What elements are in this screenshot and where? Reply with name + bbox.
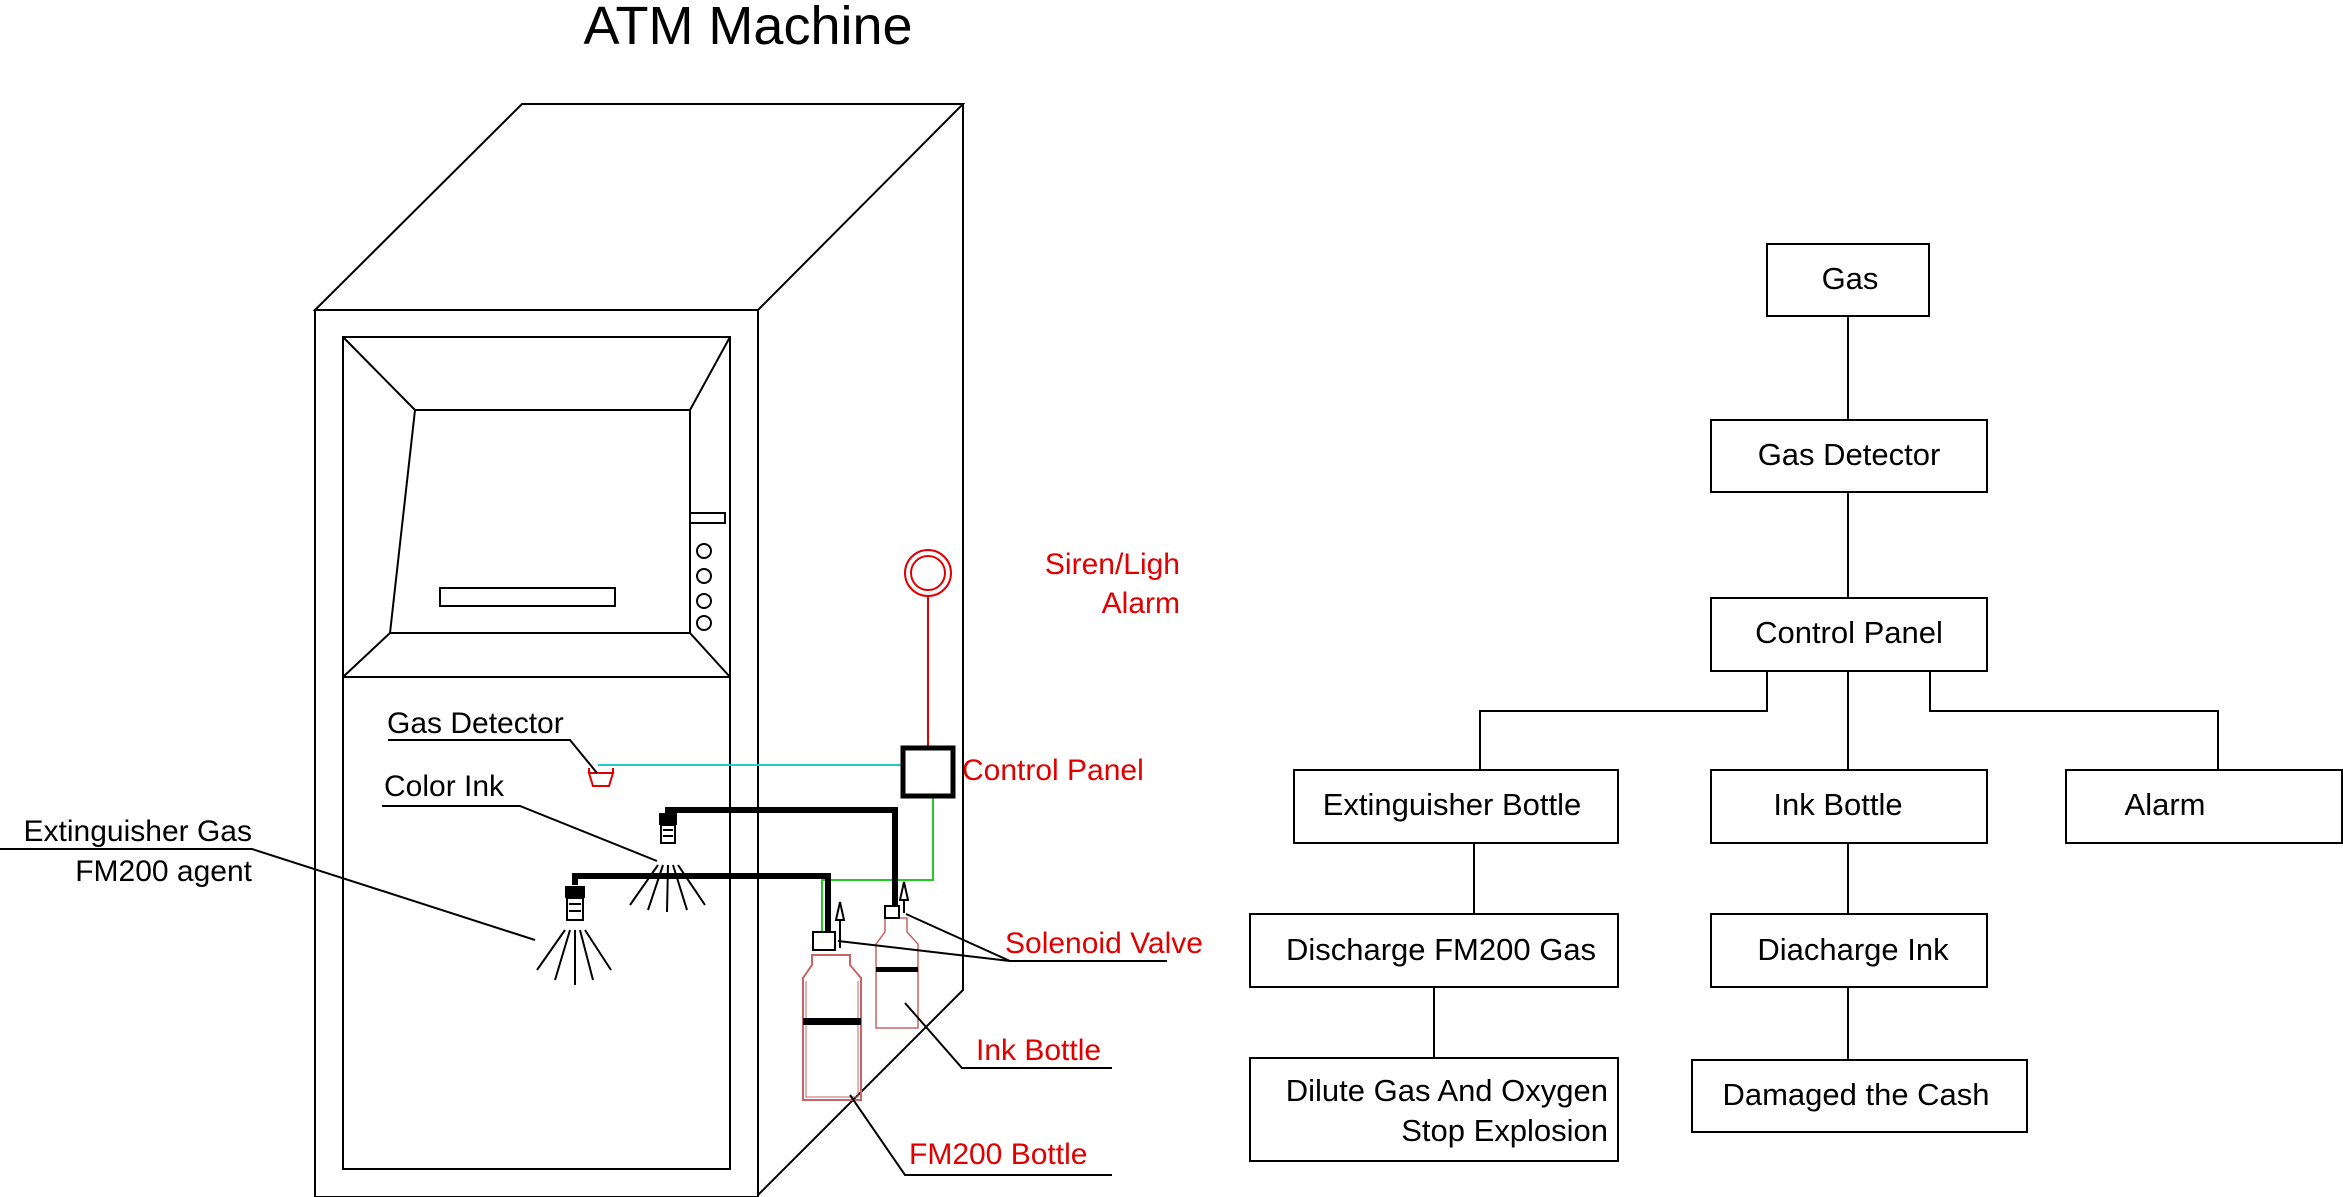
fm200-pipe	[572, 873, 831, 938]
atm-button	[696, 568, 712, 584]
fm200-bottle-icon	[802, 901, 862, 1101]
leader-extinguisher	[0, 848, 536, 941]
siren-light-icon	[904, 549, 952, 597]
leader-solenoid-valve-2	[837, 940, 1011, 962]
flow-box-alarm	[2065, 769, 2343, 844]
extinguisher-nozzle-icon	[536, 886, 612, 985]
flowchart-labels: Gas Gas Detector Control Panel Extinguis…	[1286, 261, 2206, 1148]
flow-label-alarm: Alarm	[2125, 787, 2206, 822]
atm-cabinet	[312, 103, 966, 1197]
flow-label-gas-detector: Gas Detector	[1758, 437, 1941, 472]
atm-card-slot	[439, 587, 616, 607]
flow-box-dilute-gas	[1249, 1057, 1619, 1162]
label-fm200-bottle: FM200 Bottle	[909, 1138, 1087, 1171]
flow-box-ink-bottle	[1710, 769, 1988, 844]
flow-label-extinguisher-bottle: Extinguisher Bottle	[1323, 787, 1581, 822]
label-gas-detector: Gas Detector	[387, 707, 564, 740]
diagram-title: ATM Machine	[583, 0, 912, 56]
label-solenoid-valve: Solenoid Valve	[1005, 927, 1203, 960]
atm-labels: Gas Detector Color Ink Extinguisher Gas …	[24, 548, 1203, 1171]
flow-label-damaged-cash: Damaged the Cash	[1722, 1077, 1989, 1112]
flow-box-discharge-ink	[1710, 913, 1988, 988]
fm200-solenoid-valve	[812, 931, 836, 951]
atm-button	[696, 593, 712, 609]
label-extinguisher-gas: Extinguisher Gas	[24, 815, 252, 848]
leader-color-ink	[382, 805, 658, 862]
atm-side-face	[757, 104, 964, 1196]
gas-detector-icon	[587, 768, 615, 787]
ink-solenoid-valve	[884, 905, 900, 919]
flow-label-stop-explosion: Stop Explosion	[1401, 1113, 1608, 1148]
flowchart-boxes	[1249, 243, 2343, 1162]
flow-box-discharge-fm200	[1249, 913, 1619, 988]
flowchart-connectors	[1433, 316, 2219, 1060]
flow-label-gas: Gas	[1822, 261, 1879, 296]
ink-pipe	[665, 807, 898, 910]
flow-box-extinguisher-bottle	[1293, 769, 1619, 844]
label-control-panel: Control Panel	[962, 754, 1144, 787]
atm-button	[696, 615, 712, 631]
leader-ink-bottle	[904, 1002, 1112, 1069]
label-alarm: Alarm	[1102, 587, 1180, 620]
leader-gas-detector	[388, 739, 598, 774]
label-ink-bottle: Ink Bottle	[976, 1034, 1101, 1067]
control-panel-box	[900, 745, 956, 799]
atm-inner-panel	[342, 336, 731, 1170]
ink-nozzle-icon	[629, 813, 706, 913]
ink-bottle-icon	[875, 881, 919, 1029]
leader-fm200-bottle	[849, 1094, 1112, 1176]
flow-box-gas-detector	[1710, 419, 1988, 493]
atm-button	[696, 543, 712, 559]
flow-label-discharge-ink: Diacharge Ink	[1757, 932, 1949, 967]
flow-box-damaged-cash	[1691, 1059, 2028, 1133]
atm-screen	[388, 409, 691, 634]
leader-lines	[0, 739, 1167, 1176]
wiring	[572, 595, 934, 940]
label-siren-light: Siren/Ligh	[1045, 548, 1180, 581]
label-color-ink: Color Ink	[384, 770, 505, 803]
flow-label-control-panel: Control Panel	[1755, 615, 1943, 650]
flow-label-ink-bottle: Ink Bottle	[1773, 787, 1902, 822]
atm-front-face	[314, 309, 759, 1197]
label-fm200-agent: FM200 agent	[75, 855, 252, 888]
atm-receipt-slot	[689, 512, 726, 524]
solenoid-control-wire	[821, 795, 934, 940]
flow-label-discharge-fm200: Discharge FM200 Gas	[1286, 932, 1596, 967]
flow-box-gas	[1766, 243, 1930, 317]
atm-top-face	[312, 103, 966, 311]
flow-label-dilute-gas: Dilute Gas And Oxygen	[1286, 1073, 1608, 1108]
flow-box-control-panel	[1710, 597, 1988, 672]
